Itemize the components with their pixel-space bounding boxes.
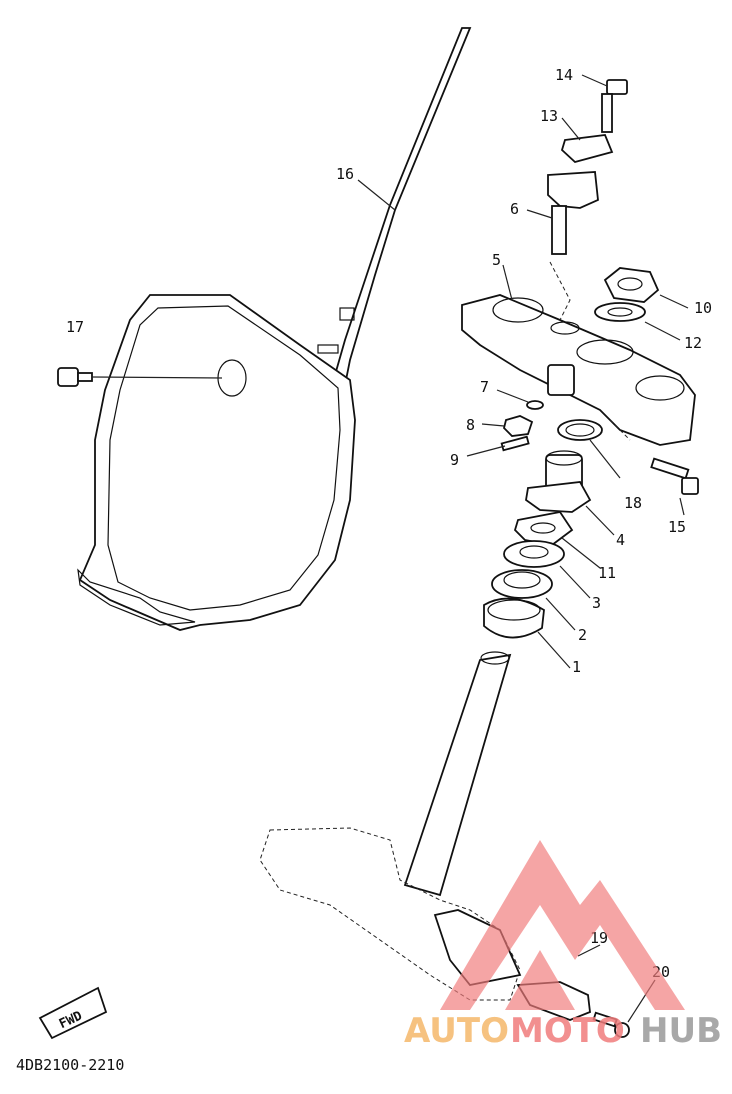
ring-nut-part-4 [525,450,592,513]
bolt-part-20 [592,1011,630,1038]
nut-part-8 [503,415,534,437]
screw-part-9 [500,435,530,452]
steering-stem [403,651,512,897]
bolt-part-14 [601,79,628,133]
callout-5: 5 [492,251,501,269]
callout-9: 9 [450,451,459,469]
watermark-word-hub: HUB [640,1011,722,1051]
callout-19: 19 [590,929,608,947]
holder-lower-part-6 [547,171,599,255]
callout-16: 16 [336,165,354,183]
callout-10: 10 [694,299,712,317]
watermark-logo-icon [440,840,685,1010]
callout-2: 2 [578,626,587,644]
callout-numbers: 1 2 3 4 5 6 7 8 9 10 11 12 13 14 15 16 1… [66,66,712,981]
washer-part-7 [526,400,544,410]
watermark-word-auto: AUTO [404,1011,509,1051]
callout-11: 11 [598,564,616,582]
bearing-part-2 [491,569,553,599]
holder-upper-part-13 [560,134,614,163]
callout-1: 1 [572,658,581,676]
callout-6: 6 [510,200,519,218]
callout-17: 17 [66,318,84,336]
nut-part-10 [603,267,660,303]
watermark-word-moto: MOTO [510,1011,625,1051]
diagram-code: 4DB2100-2210 [16,1056,124,1074]
callout-18: 18 [624,494,642,512]
callout-15: 15 [668,518,686,536]
cover-part-3 [503,540,565,568]
fwd-direction-marker: FWD [38,986,108,1040]
bolt-part-17 [57,367,93,387]
bearing-part-1 [483,597,545,639]
washer-part-12 [594,302,646,322]
automotohub-watermark: AUTO MOTO HUB [404,840,722,1051]
upper-bracket-part-5 [461,294,696,446]
callout-13: 13 [540,107,558,125]
callout-14: 14 [555,66,573,84]
ring-nut-part-11 [513,511,574,546]
callout-8: 8 [466,416,475,434]
ring-part-18 [557,419,603,441]
callout-3: 3 [592,594,601,612]
callout-12: 12 [684,334,702,352]
callout-7: 7 [480,378,489,396]
number-plate-part-16 [77,27,472,631]
callout-4: 4 [616,531,625,549]
bolt-part-15 [650,457,699,495]
callout-lines [91,74,689,1023]
